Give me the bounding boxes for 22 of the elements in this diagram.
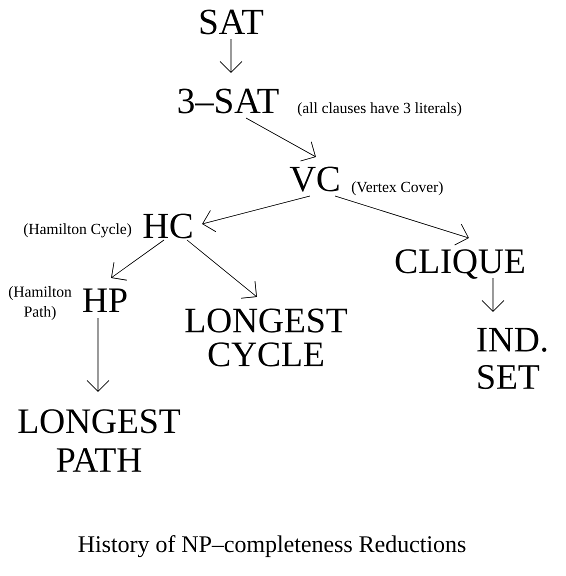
node-text: CLIQUE: [396, 249, 524, 279]
arrow: [202, 196, 310, 232]
arrow: [111, 240, 164, 281]
node-text: VC: [290, 166, 339, 192]
arrow: [482, 278, 504, 312]
node-text: HP: [83, 288, 126, 312]
annotation: (Hamilton Path): [8, 286, 72, 320]
annotation: (Vertex Cover): [352, 181, 443, 196]
annotation: (all clauses have 3 literals): [298, 102, 462, 116]
arrow: [220, 38, 242, 73]
arrow: [246, 118, 316, 162]
arrow: [186, 240, 257, 299]
node-text: LONGEST PATH: [18, 409, 180, 472]
node-text: LONGEST CYCLE: [185, 308, 348, 366]
annotation: (Hamilton Cycle): [24, 223, 132, 238]
arrow: [86, 318, 110, 392]
node-text: 3–SAT: [178, 88, 279, 114]
node-text: HC: [143, 214, 192, 238]
caption: History of NP–completeness Reductions: [78, 535, 466, 558]
node-text: SAT: [200, 10, 264, 34]
node-text: IND. SET: [477, 328, 546, 390]
arrow: [334, 196, 469, 246]
